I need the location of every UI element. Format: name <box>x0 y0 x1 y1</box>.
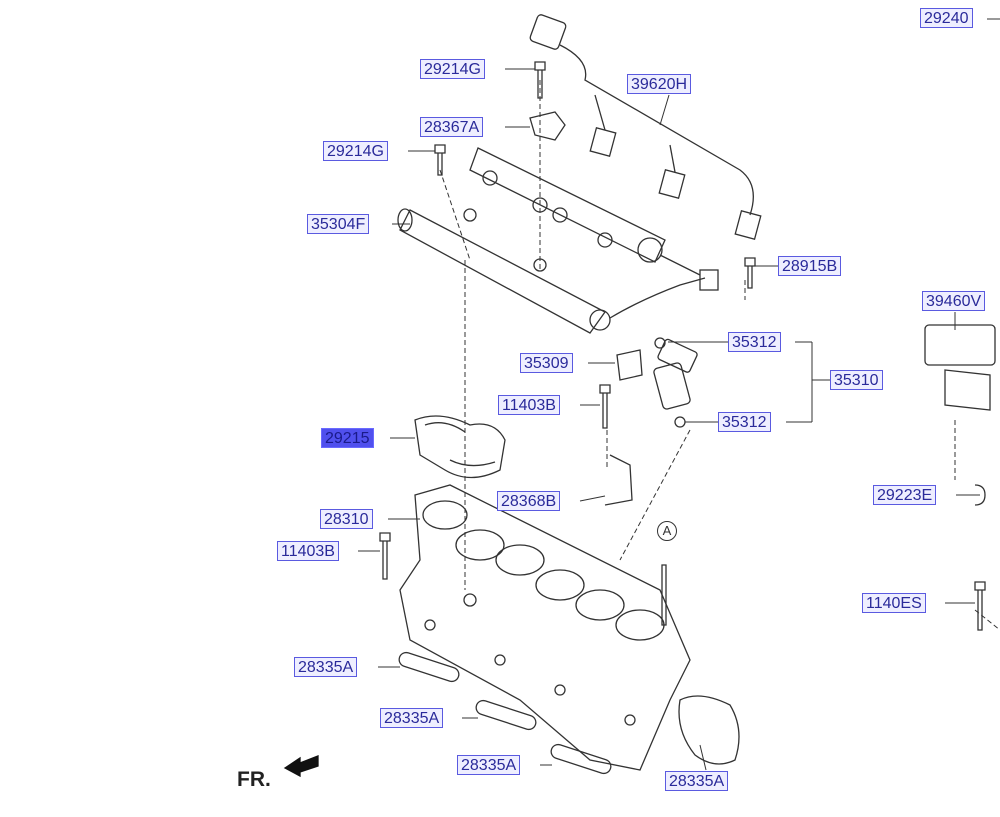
purge-valve-39460v <box>924 324 996 506</box>
reference-marker-a: A <box>657 521 677 541</box>
part-label-28915b[interactable]: 28915B <box>778 256 842 276</box>
part-label-35304f[interactable]: 35304F <box>307 214 370 234</box>
part-label-28310[interactable]: 28310 <box>320 509 373 529</box>
wiring-harness-39620h <box>529 14 762 240</box>
part-label-11403b[interactable]: 11403B <box>277 541 339 561</box>
part-label-35312[interactable]: 35312 <box>718 412 771 432</box>
gaskets-28335a <box>398 651 740 775</box>
bolts <box>379 61 986 631</box>
part-label-35312[interactable]: 35312 <box>728 332 781 352</box>
part-label-28335a[interactable]: 28335A <box>380 708 444 728</box>
fuel-rail <box>397 147 719 334</box>
clip-35309 <box>616 349 643 381</box>
part-label-28367a[interactable]: 28367A <box>420 117 484 137</box>
part-label-29214g[interactable]: 29214G <box>420 59 485 79</box>
leader-lines <box>358 18 1000 771</box>
part-label-29215-selected[interactable]: 29215 <box>321 428 374 448</box>
part-label-1140es[interactable]: 1140ES <box>862 593 926 613</box>
part-label-28335a[interactable]: 28335A <box>457 755 521 775</box>
injector-35310 <box>653 337 698 428</box>
part-label-28335a[interactable]: 28335A <box>665 771 729 791</box>
part-label-35310[interactable]: 35310 <box>830 370 883 390</box>
gasket-29215 <box>414 415 506 479</box>
part-label-28335a[interactable]: 28335A <box>294 657 358 677</box>
part-label-39620h[interactable]: 39620H <box>627 74 692 94</box>
part-label-29240[interactable]: 29240 <box>920 8 973 28</box>
part-label-11403b[interactable]: 11403B <box>498 395 560 415</box>
part-label-29223e[interactable]: 29223E <box>873 485 937 505</box>
intake-manifold-28310 <box>399 484 691 771</box>
front-arrow-icon <box>283 755 319 778</box>
part-label-35309[interactable]: 35309 <box>520 353 573 373</box>
part-label-29214g[interactable]: 29214G <box>323 141 388 161</box>
part-label-39460v[interactable]: 39460V <box>922 291 986 311</box>
front-direction-label: FR. <box>237 768 271 791</box>
bracket-28367a <box>529 111 566 141</box>
part-label-28368b[interactable]: 28368B <box>497 491 561 511</box>
bracket-28368b <box>604 454 633 506</box>
